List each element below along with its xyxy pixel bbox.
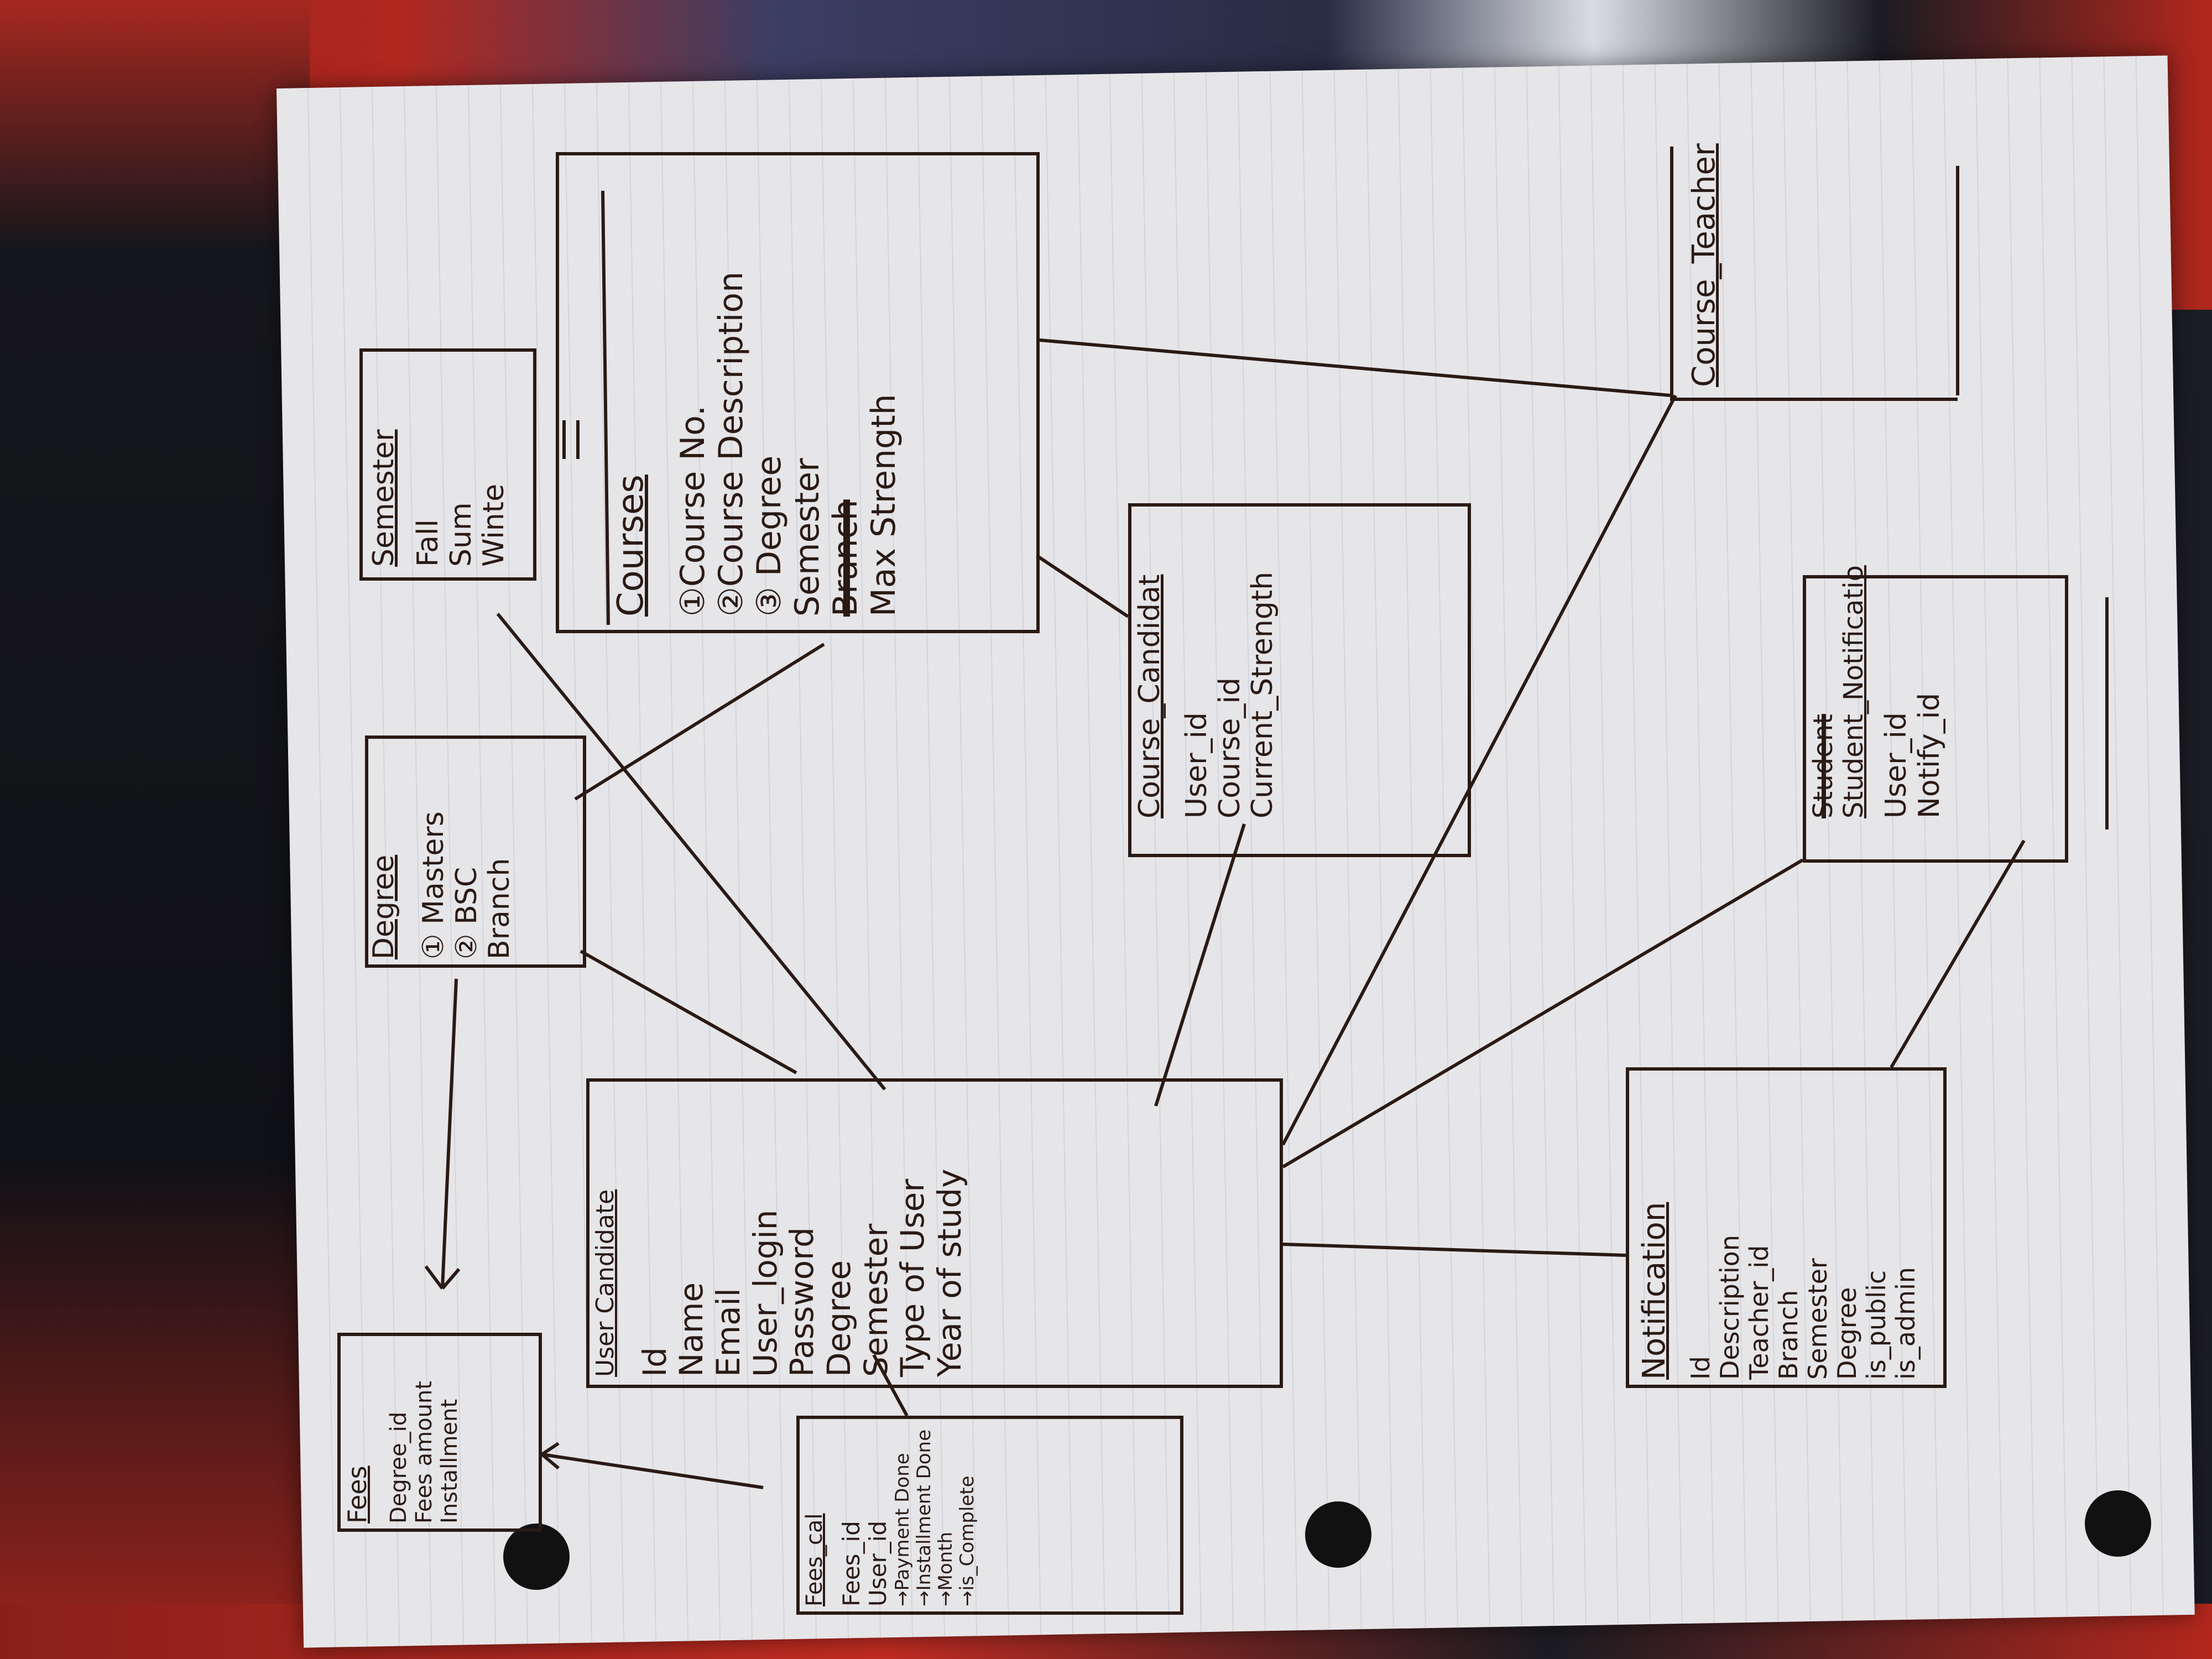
entity-fees-cal-title: Fees_cal [802, 1513, 827, 1607]
entity-courses-content: Courses ①Course No. ②Course Description … [611, 272, 903, 617]
rel-degree-user [580, 950, 797, 1074]
entity-semester-field: Winte [477, 483, 511, 567]
entity-student-notification [1803, 575, 2068, 863]
entity-degree-field: Branch [483, 858, 517, 959]
entity-fees-cal-field: User_id [864, 1520, 892, 1606]
entity-student-notification-struck-title: Student [1808, 714, 1839, 818]
entity-course-candidate-field: Course_id [1213, 677, 1246, 818]
entity-notification-field: Semester [1802, 1258, 1833, 1380]
entity-user-content: User Candidate Id Name Email User_login … [591, 1168, 969, 1378]
entity-notification-field: is_admin [1890, 1267, 1921, 1380]
entity-fees-cal [796, 1416, 1183, 1615]
entity-fees-cal-field: →Month [934, 1531, 957, 1606]
entity-student-notification-title: Student_Notificatio [1838, 565, 1870, 818]
entity-notification-field: Branch [1773, 1290, 1804, 1380]
rel-user-studentnotification [1282, 858, 1804, 1168]
entity-notification-field: Teacher_id [1744, 1245, 1775, 1380]
entity-degree-title: Degree [367, 854, 400, 959]
entity-course-candidate-title: Course_Candidat [1133, 574, 1166, 818]
entity-notification-field: is_public [1861, 1270, 1891, 1380]
entity-user-field: Type of User [894, 1178, 932, 1377]
entity-fees-cal-field: →is_Complete [956, 1475, 978, 1606]
rel-degree-fees-arrow [441, 978, 458, 1289]
background-fabric-left [0, 0, 310, 1659]
entity-notification [1626, 1067, 1947, 1388]
entity-semester [359, 348, 536, 581]
entity-semester-field: Sum [444, 502, 478, 567]
entity-semester-field: Fall [411, 519, 445, 567]
rel-degree-fees-arrowhead-a [424, 1265, 444, 1290]
rel-courses-coursecandidate [1036, 554, 1129, 618]
rel-fees-feescal-arrowhead-b [541, 1453, 560, 1470]
rel-courses-user [496, 613, 886, 1091]
entity-degree [365, 735, 586, 968]
entity-user-field: Year of study [931, 1168, 969, 1377]
entity-notification-content: Notification Id Description Teacher_id B… [1636, 1202, 1921, 1380]
entity-course-candidate [1128, 503, 1471, 857]
entity-courses-field: Max Strength [864, 394, 903, 617]
entity-semester-content: Semester Fall Sum Winte [367, 429, 511, 567]
courses-header-divider [601, 190, 610, 625]
entity-course-candidate-field: Current_Strength [1246, 571, 1280, 818]
entity-user-field: Name [672, 1282, 711, 1377]
rel-degree-courses [574, 643, 825, 801]
entity-notification-field: Id [1686, 1356, 1716, 1380]
entity-user-field: Email [709, 1288, 747, 1377]
rel-user-courseteacher [1281, 394, 1677, 1146]
entity-courses-field: ②Course Description [711, 271, 750, 617]
entity-fees-content: Fees Degree_id Fees amount Installment [342, 1381, 462, 1524]
entity-student-notification-content: Student Student_Notificatio User_id Noti… [1808, 565, 1947, 818]
entity-user [586, 1078, 1283, 1388]
entity-fees-cal-field: →Payment Done [891, 1453, 914, 1606]
entity-course-teacher [1670, 147, 1958, 401]
entity-fees-cal-field: →Installment Done [912, 1429, 935, 1606]
entity-student-notification-field: Notify_id [1913, 692, 1947, 818]
entity-course-candidate-field: User_id [1180, 712, 1213, 818]
entity-courses-field: ①Course No. [673, 405, 712, 617]
entity-fees-field: Degree_id [385, 1411, 411, 1524]
entity-user-field: Password [783, 1227, 821, 1377]
entity-courses-field: Semester [787, 458, 827, 617]
entity-course-candidate-content: Course_Candidat User_id Course_id Curren… [1133, 571, 1280, 818]
entity-fees-cal-content: Fees_cal Fees_id User_id →Payment Done →… [802, 1430, 978, 1606]
rel-degree-fees-arrowhead-b [441, 1268, 461, 1290]
entity-courses-field: ③ Degree [749, 455, 789, 617]
entity-courses [556, 152, 1040, 633]
entity-semester-title: Semester [367, 429, 400, 567]
rel-user-notification [1282, 1243, 1626, 1257]
punch-hole [2085, 1490, 2151, 1557]
entity-user-field: Degree [820, 1260, 858, 1377]
entity-fees-cal-field: Fees_id [838, 1521, 865, 1606]
entity-notification-field: Degree [1832, 1287, 1862, 1380]
entity-fees-field: Installment [436, 1399, 462, 1524]
entity-user-field: Id [635, 1347, 674, 1377]
entity-notification-title: Notification [1636, 1202, 1672, 1380]
rel-fees-feescal-arrowhead-a [541, 1442, 560, 1456]
entity-fees-title: Fees [342, 1465, 372, 1524]
entity-degree-field: ① Masters [416, 811, 450, 959]
rel-courses-courseteacher [1039, 338, 1671, 397]
entity-degree-content: Degree ① Masters ② BSC Branch [367, 811, 517, 959]
entity-degree-field: ② BSC [450, 867, 483, 959]
rel-user-coursecandidate [1154, 823, 1246, 1107]
entity-student-notification-field: User_id [1880, 712, 1913, 818]
entity-user-field: User_login [746, 1209, 784, 1378]
entity-course-teacher-content: Course_Teacher [1686, 143, 1722, 387]
rel-notification-studentnotification [1890, 839, 2026, 1068]
rel-fees-feescal-arrow [541, 1453, 764, 1489]
entity-fees [337, 1333, 542, 1532]
entity-notification-field: Description [1715, 1235, 1745, 1380]
entity-user-field: Semester [857, 1223, 895, 1377]
punch-hole [1305, 1501, 1371, 1568]
punch-hole [503, 1524, 570, 1590]
entity-course-teacher-title: Course_Teacher [1686, 143, 1722, 387]
entity-courses-title: Courses [611, 474, 651, 617]
entity-user-title: User Candidate [591, 1189, 619, 1377]
entity-courses-field: Branch [826, 499, 865, 617]
entity-fees-field: Fees amount [411, 1381, 437, 1524]
